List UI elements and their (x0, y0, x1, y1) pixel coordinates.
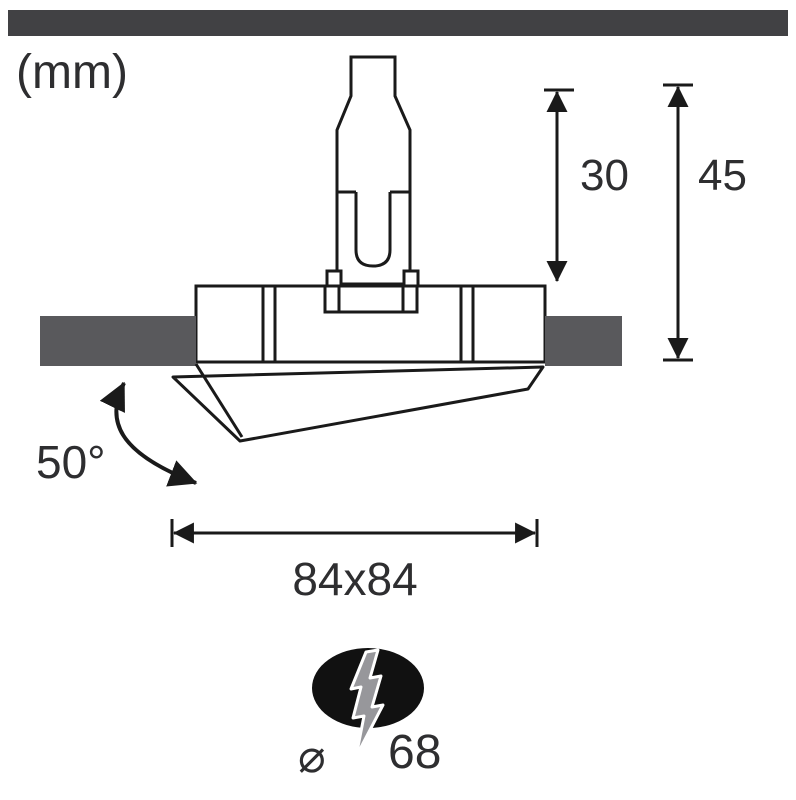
top-divider-bar (8, 10, 788, 36)
cutout-bolt-icon (349, 648, 385, 759)
cutout-diameter-label: 68 (388, 726, 441, 779)
tilted-spot-face (171, 365, 545, 443)
connector-foot-right (402, 269, 420, 288)
tilt-arc-arrow (99, 381, 198, 487)
ceiling-block-left (40, 316, 196, 366)
dim-width-label: 84x84 (292, 553, 417, 605)
ceiling-block-right (545, 316, 622, 366)
connector-foot-left (325, 269, 343, 288)
dim30-label: 30 (580, 151, 629, 200)
unit-label: (mm) (16, 46, 128, 99)
dim45-label: 45 (698, 151, 747, 200)
connector-plug-outline (335, 55, 412, 286)
tilted-spot-inner-line (194, 363, 244, 438)
tilt-angle-label: 50° (36, 436, 106, 488)
connector-cable-channel (354, 192, 392, 268)
cutout-diameter-symbol: ⌀ (298, 729, 326, 783)
